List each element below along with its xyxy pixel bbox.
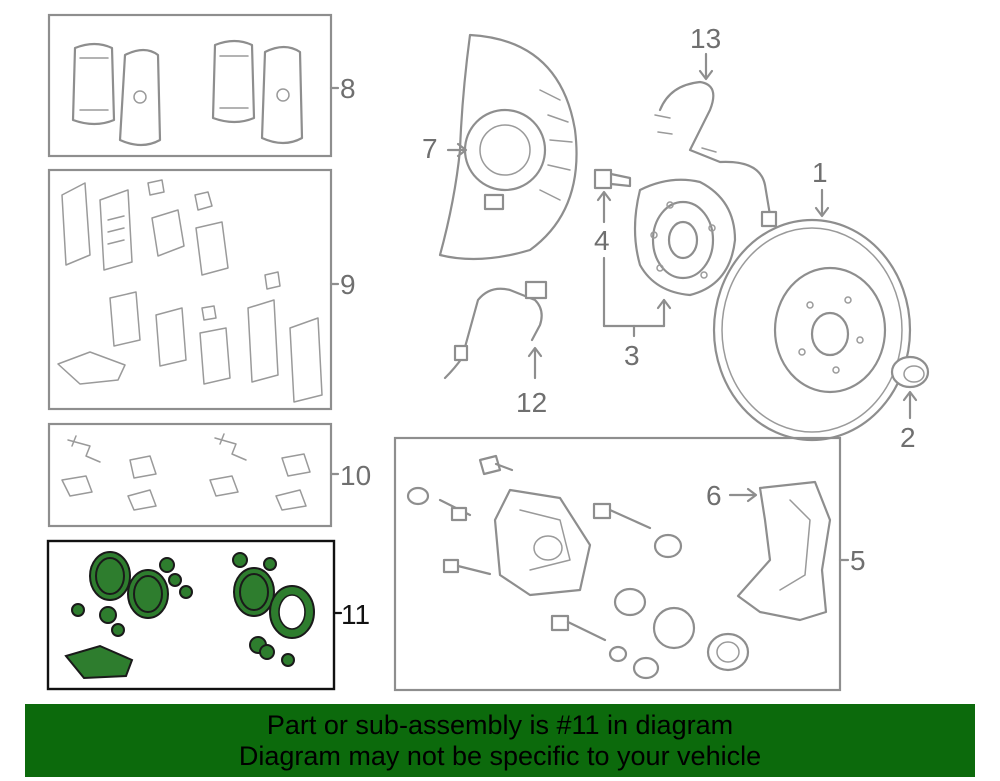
pad-set-right [211, 39, 304, 145]
info-banner: Part or sub-assembly is #11 in diagram D… [25, 704, 975, 777]
part-1-brake-rotor[interactable]: 1 [712, 157, 912, 442]
callout-5: 5 [850, 545, 866, 576]
callout-1: 1 [812, 157, 828, 188]
callout-3: 3 [624, 340, 640, 371]
clip-parts [61, 433, 311, 511]
caliper-parts [406, 454, 832, 680]
part-2-hub-nut[interactable]: 2 [890, 355, 930, 453]
callout-8: 8 [340, 73, 356, 104]
part-box-10-clips[interactable]: 10 [47, 422, 371, 528]
callout-12: 12 [516, 387, 547, 418]
highlighted-kit-parts [64, 551, 315, 680]
banner-line-1: Part or sub-assembly is #11 in diagram [266, 709, 734, 740]
callout-13: 13 [690, 23, 721, 54]
part-box-8-brake-pads[interactable]: 8 [47, 13, 356, 158]
callout-2: 2 [900, 422, 916, 453]
callout-4: 4 [594, 225, 610, 256]
brake-parts-diagram: 8 9 [46, 13, 930, 692]
callout-6: 6 [706, 480, 722, 511]
part-13-abs-sensor[interactable]: 13 [654, 23, 778, 228]
pad-set-left [71, 42, 162, 147]
callout-7: 7 [422, 133, 438, 164]
part-box-11-seal-kit[interactable]: 11 [46, 539, 370, 691]
part-12-brake-hose[interactable]: 12 [443, 280, 547, 418]
callout-11: 11 [341, 599, 370, 630]
part-4-hub-bolt[interactable]: 4 [593, 168, 632, 328]
part-3-hub-bearing[interactable]: 3 [602, 178, 737, 371]
callout-10: 10 [340, 460, 371, 491]
shim-parts [57, 179, 323, 403]
part-7-dust-shield[interactable]: 7 [422, 33, 578, 261]
banner-line-2: Diagram may not be specific to your vehi… [238, 740, 762, 771]
part-box-5-caliper-assembly[interactable]: 6 5 [393, 436, 866, 692]
part-box-9-shims[interactable]: 9 [47, 168, 356, 411]
callout-9: 9 [340, 269, 356, 300]
